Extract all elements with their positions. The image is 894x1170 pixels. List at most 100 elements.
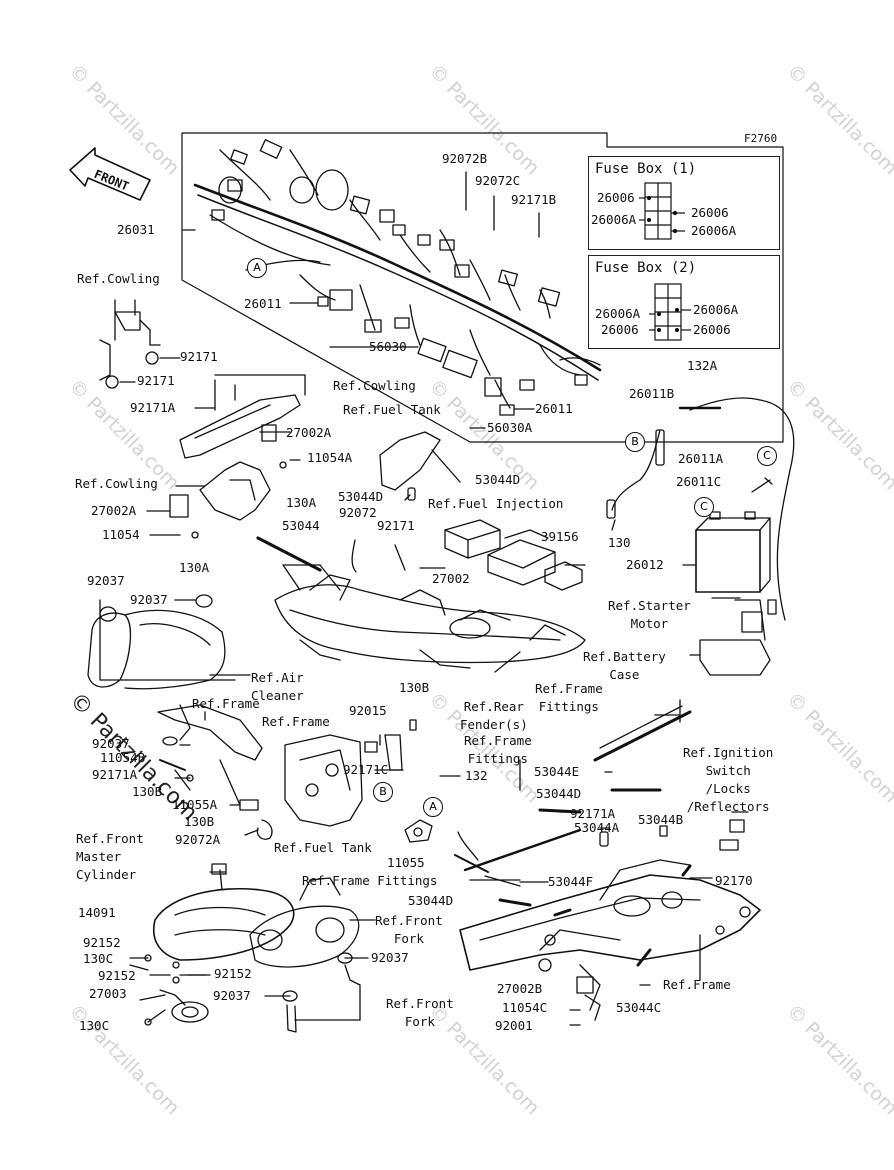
part-label: 26012 — [626, 557, 664, 572]
ref-label: Ref.Cowling — [77, 271, 160, 286]
part-label: 92171 — [377, 518, 415, 533]
part-label: 53044D — [475, 472, 521, 487]
part-label: 92171 — [180, 349, 218, 364]
ref-label: Ref.Starter Motor — [608, 598, 691, 632]
part-label: 11055A — [172, 797, 218, 812]
ref-label: Ref.Frame Fittings — [302, 873, 438, 888]
part-label: 92152 — [98, 968, 136, 983]
part-label: 27002A — [91, 503, 137, 518]
fuse-box-1-title: Fuse Box (1) — [595, 161, 697, 177]
ref-label: Ref.Frame Fittings — [535, 681, 603, 715]
fuse-box-2-diagram — [649, 283, 691, 341]
fuse-box-1-panel: Fuse Box (1) 26006 26006A 26006 26006A — [588, 156, 780, 250]
part-label: 27003 — [89, 986, 127, 1001]
ref-label: Ref.Fuel Tank — [274, 840, 372, 855]
part-label: 92171A — [570, 806, 616, 821]
part-label: 92171B — [511, 192, 557, 207]
part-label: 53044 — [282, 518, 320, 533]
fuse-box-1-diagram — [639, 182, 685, 240]
part-label: 92171A — [130, 400, 176, 415]
fuse-box-1-item: 26006 — [691, 205, 729, 220]
part-label: 92072B — [442, 151, 488, 166]
part-label: 130B — [184, 814, 215, 829]
part-label: 92001 — [495, 1018, 533, 1033]
ref-label: Ref.Battery Case — [583, 649, 666, 683]
part-label: 92037 — [213, 988, 251, 1003]
part-label: 53044F — [548, 874, 594, 889]
part-label: 92037 — [87, 573, 125, 588]
ref-label: Ref.Cowling — [75, 476, 158, 491]
ref-label: Ref.Frame — [663, 977, 731, 992]
part-label: 92152 — [214, 966, 252, 981]
callout-b: B — [373, 782, 393, 802]
part-label: 132A — [687, 358, 718, 373]
part-label: 27002A — [286, 425, 332, 440]
part-label: 53044C — [616, 1000, 662, 1015]
callout-a: A — [423, 797, 443, 817]
part-label: 130B — [399, 680, 430, 695]
part-label: 92037 — [92, 736, 130, 751]
part-label: 26011C — [676, 474, 722, 489]
fuse-box-2-panel: Fuse Box (2) 26006A 26006A 26006 26006 — [588, 255, 780, 349]
fuse-box-2-title: Fuse Box (2) — [595, 260, 697, 276]
callout-c: C — [757, 446, 777, 466]
part-label: 92072 — [339, 505, 377, 520]
ref-label: Ref.Frame — [192, 696, 260, 711]
part-label: 132 — [465, 768, 488, 783]
part-label: 56030 — [369, 339, 407, 354]
part-label: 56030A — [487, 420, 533, 435]
part-label: 92072C — [475, 173, 521, 188]
ref-label: Ref.Ignition Switch /Locks /Reflectors — [683, 745, 774, 815]
part-label: 27002 — [432, 571, 470, 586]
ref-label: Ref.Frame Fittings — [464, 733, 532, 767]
part-label: 11054C — [502, 1000, 548, 1015]
part-label: 130B — [132, 784, 163, 799]
part-label: 14091 — [78, 905, 116, 920]
part-label: 27002B — [497, 981, 543, 996]
ref-label: Ref.Fuel Tank — [343, 402, 441, 417]
fuse-box-2-item: 26006 — [601, 322, 639, 337]
part-label: 130A — [286, 495, 317, 510]
part-label: 11054B — [100, 750, 146, 765]
fuse-box-1-item: 26006A — [691, 223, 737, 238]
part-label: 92072A — [175, 832, 221, 847]
part-label: 92171C — [343, 762, 389, 777]
ref-label: Ref.Rear Fender(s) — [460, 699, 528, 733]
callout-c: C — [694, 497, 714, 517]
part-label: 11055 — [387, 855, 425, 870]
part-label: 130 — [608, 535, 631, 550]
fuse-box-2-item: 26006 — [693, 322, 731, 337]
ref-label: Ref.Cowling — [333, 378, 416, 393]
part-label: 130C — [83, 951, 114, 966]
part-label: 26031 — [117, 222, 155, 237]
part-label: 53044D — [338, 489, 384, 504]
part-label: 130C — [79, 1018, 110, 1033]
part-label: 92152 — [83, 935, 121, 950]
part-label: 53044E — [534, 764, 580, 779]
ref-label: Ref.Front Fork — [375, 913, 443, 947]
fuse-box-1-item: 26006A — [591, 212, 637, 227]
part-label: 92171 — [137, 373, 175, 388]
part-label: 53044A — [574, 820, 620, 835]
part-label: 39156 — [541, 529, 579, 544]
part-label: 92037 — [371, 950, 409, 965]
part-label: 92037 — [130, 592, 168, 607]
ref-label: Ref.Front Master Cylinder — [76, 831, 144, 883]
fuse-box-2-item: 26006A — [693, 302, 739, 317]
part-label: 92170 — [715, 873, 753, 888]
part-label: 130A — [179, 560, 210, 575]
part-label: 53044D — [408, 893, 454, 908]
fuse-box-1-item: 26006 — [597, 190, 635, 205]
part-label: 92171A — [92, 767, 138, 782]
part-label: 26011 — [535, 401, 573, 416]
part-label: 11054A — [307, 450, 353, 465]
part-label: 26011 — [244, 296, 282, 311]
fuse-box-2-item: 26006A — [595, 306, 641, 321]
part-label: 53044D — [536, 786, 582, 801]
callout-b: B — [625, 432, 645, 452]
part-label: 26011A — [678, 451, 724, 466]
part-label: 92015 — [349, 703, 387, 718]
ref-label: Ref.Frame — [262, 714, 330, 729]
